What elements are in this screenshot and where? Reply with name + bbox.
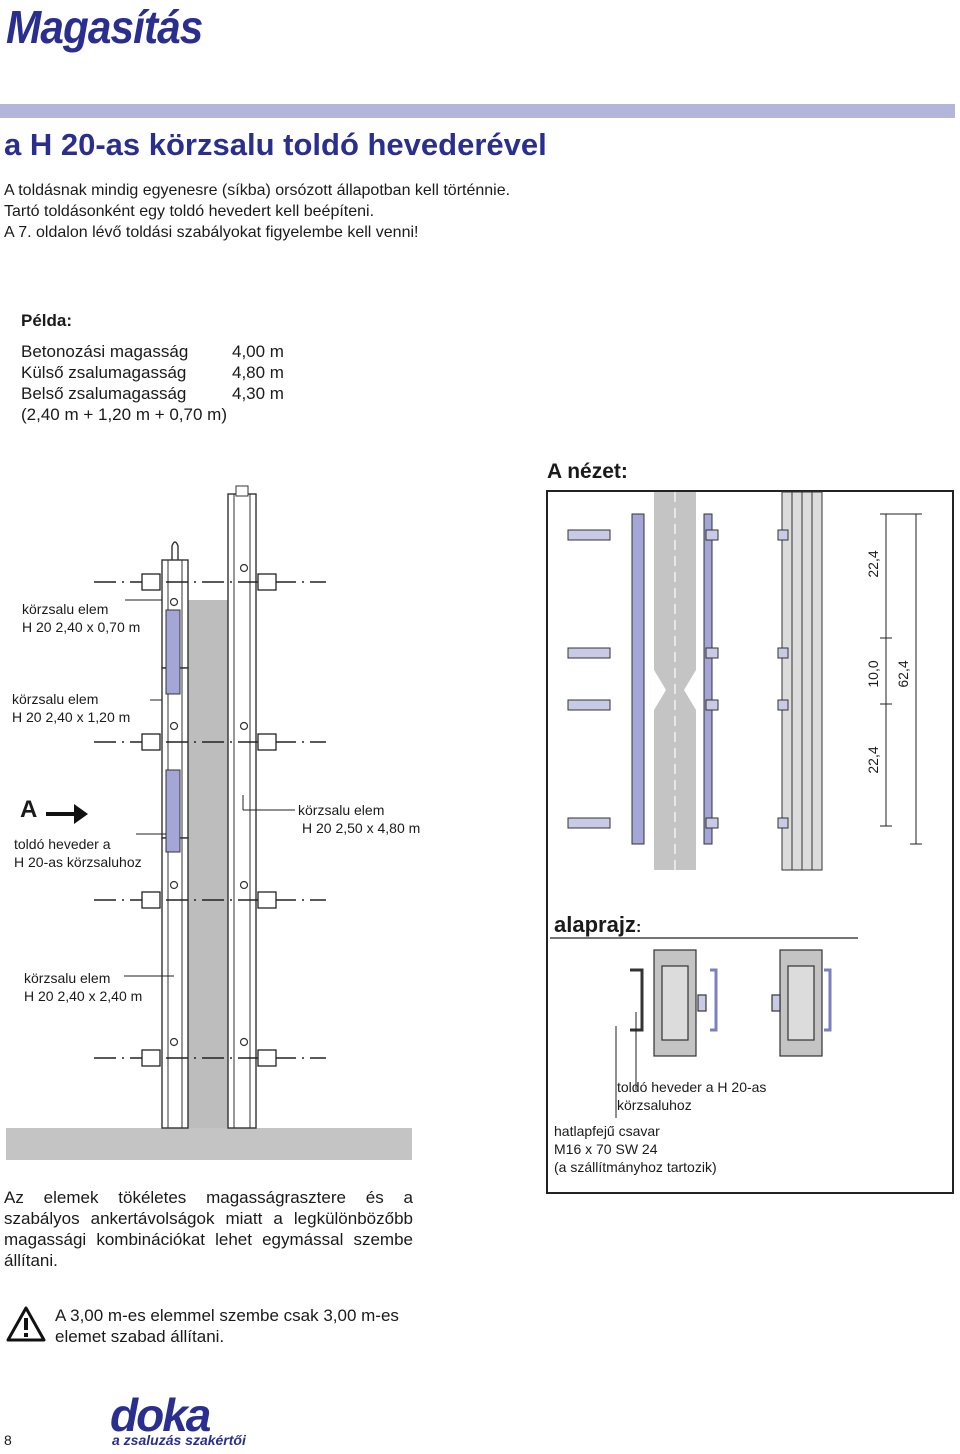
doka-logo: doka bbox=[110, 1389, 211, 1441]
example-sum: (2,40 m + 1,20 m + 0,70 m) bbox=[21, 405, 227, 424]
example-value-1: 4,00 m bbox=[232, 342, 284, 361]
plan-title: alaprajz: bbox=[554, 912, 641, 938]
example-heading: Példa: bbox=[21, 311, 73, 330]
plan-title-colon: : bbox=[635, 919, 642, 936]
elem2-size: H 20 2,40 x 1,20 m bbox=[12, 709, 131, 725]
intro-line-1: A toldásnak mindig egyenesre (síkba) ors… bbox=[4, 182, 511, 199]
section-heading: a H 20-as körzsalu toldó hevederével bbox=[4, 127, 547, 162]
dim-bottom: 22,4 bbox=[865, 746, 881, 774]
plan-joint-label-1: toldó heveder a H 20-as bbox=[617, 1079, 767, 1095]
elem3-title: körzsalu elem bbox=[24, 970, 111, 986]
plan-joint-label-2: körzsaluhoz bbox=[617, 1097, 692, 1113]
plan-bolt-label-3: (a szállítmányhoz tartozik) bbox=[554, 1159, 717, 1175]
page-title: Magasítás bbox=[6, 1, 203, 53]
example-label-2: Külső zsalumagasság bbox=[21, 363, 187, 382]
dim-middle: 10,0 bbox=[865, 660, 881, 688]
elem2-title: körzsalu elem bbox=[12, 691, 99, 707]
combination-note: Az elemek tökéletes magasságrasztere és … bbox=[4, 1188, 413, 1270]
view-a-title: A nézet: bbox=[547, 460, 628, 483]
elem1-size: H 20 2,40 x 0,70 m bbox=[22, 619, 141, 635]
elem1-title: körzsalu elem bbox=[22, 601, 109, 617]
joint-title: toldó heveder a bbox=[14, 836, 111, 852]
warning-text: A 3,00 m-es elemmel szembe csak 3,00 m-e… bbox=[55, 1306, 399, 1346]
logo-tagline: a zsaluzás szakértői bbox=[112, 1432, 246, 1448]
view-a-drawing bbox=[546, 490, 954, 1194]
dim-total: 62,4 bbox=[895, 660, 911, 688]
intro-line-2: Tartó toldásonként egy toldó hevedert ke… bbox=[4, 203, 375, 220]
outer-size: H 20 2,50 x 4,80 m bbox=[302, 820, 421, 836]
plan-bolt-label-2: M16 x 70 SW 24 bbox=[554, 1141, 658, 1157]
elevation-drawing bbox=[6, 485, 412, 1160]
view-a-marker: A bbox=[20, 796, 38, 823]
example-label-3: Belső zsalumagasság bbox=[21, 384, 187, 403]
example-value-2: 4,80 m bbox=[232, 363, 284, 382]
warning-icon bbox=[6, 1306, 46, 1342]
intro-line-3: A 7. oldalon lévő toldási szabályokat fi… bbox=[4, 224, 419, 241]
joint-sub: H 20-as körzsaluhoz bbox=[14, 854, 142, 870]
plan-title-text: alaprajz bbox=[554, 912, 636, 937]
plan-bolt-label-1: hatlapfejű csavar bbox=[554, 1123, 660, 1139]
outer-title: körzsalu elem bbox=[298, 802, 385, 818]
title-rule bbox=[0, 104, 955, 118]
elem3-size: H 20 2,40 x 2,40 m bbox=[24, 988, 143, 1004]
example-value-3: 4,30 m bbox=[232, 384, 284, 403]
page-number: 8 bbox=[4, 1432, 12, 1448]
dim-top: 22,4 bbox=[865, 550, 881, 578]
example-label-1: Betonozási magasság bbox=[21, 342, 189, 361]
